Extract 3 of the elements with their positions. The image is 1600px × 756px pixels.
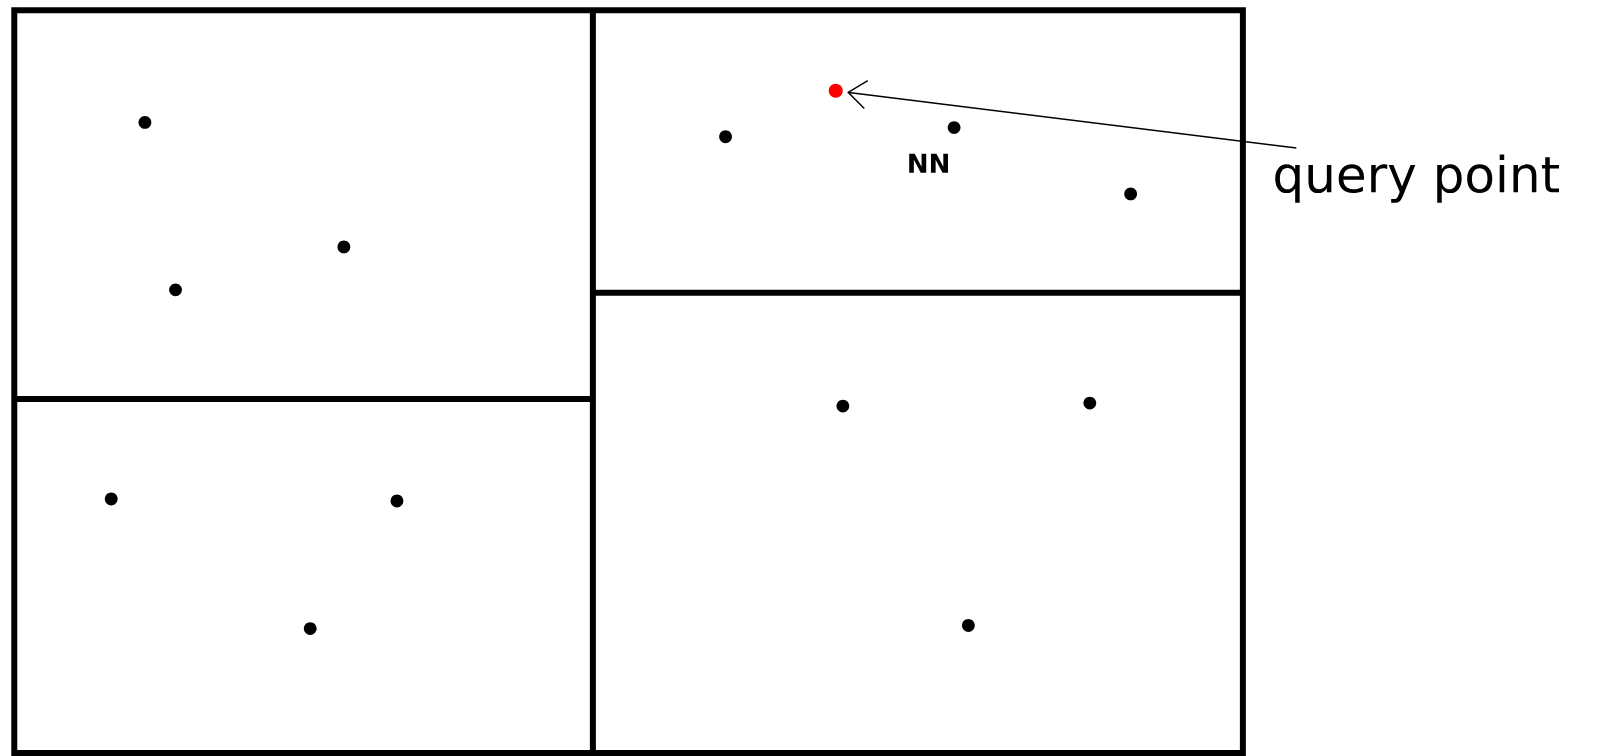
leader-line <box>847 80 1298 149</box>
point-label: NN <box>909 153 948 173</box>
callout-text: query point <box>1275 154 1559 203</box>
